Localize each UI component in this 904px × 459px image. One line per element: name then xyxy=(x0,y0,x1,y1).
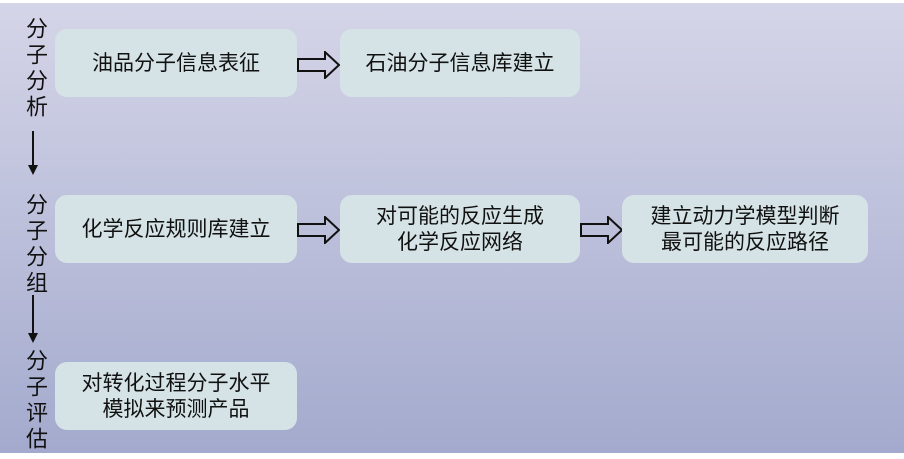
box-product-prediction: 对转化过程分子水平 模拟来预测产品 xyxy=(55,362,297,430)
right-hollow-arrow-icon xyxy=(297,51,341,79)
stage-label-grouping: 分子分组 xyxy=(22,193,47,297)
down-arrow-icon xyxy=(28,131,38,175)
right-hollow-arrow-icon xyxy=(297,216,341,244)
box-oil-molecular-database: 石油分子信息库建立 xyxy=(340,29,580,97)
flow-diagram: 分子分析 分子分组 分子评估 油品分子信息表征 石油分子信息库建立 化学反应规则… xyxy=(0,3,904,453)
down-arrow-icon xyxy=(28,295,38,343)
box-reaction-rule-library: 化学反应规则库建立 xyxy=(55,195,297,263)
stage-label-evaluation: 分子评估 xyxy=(22,348,47,453)
right-hollow-arrow-icon xyxy=(580,216,624,244)
box-kinetic-model: 建立动力学模型判断 最可能的反应路径 xyxy=(622,195,868,263)
stage-label-analysis: 分子分析 xyxy=(22,17,47,121)
box-reaction-network: 对可能的反应生成 化学反应网络 xyxy=(340,195,580,263)
box-oil-molecular-characterization: 油品分子信息表征 xyxy=(55,29,297,97)
